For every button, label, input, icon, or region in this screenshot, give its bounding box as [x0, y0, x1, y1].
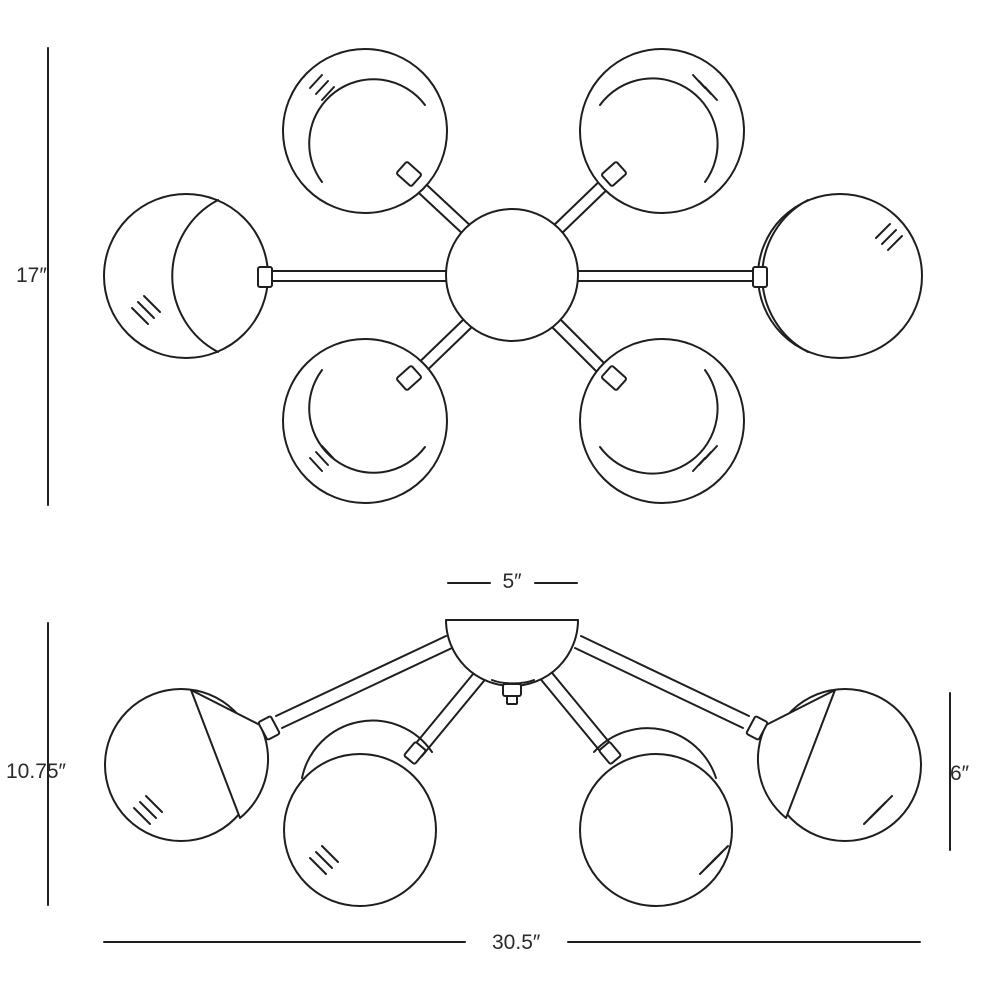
top-globe-upper-right: [579, 48, 745, 214]
top-view: [47, 47, 923, 506]
top-globe-right: [752, 193, 923, 359]
top-view-height-label: 17″: [16, 264, 47, 287]
top-view-hub: [445, 208, 579, 342]
overall-width-label: 30.5″: [492, 931, 541, 954]
side-view-height-label: 10.75″: [6, 760, 66, 783]
top-globe-left: [103, 193, 273, 359]
side-view: [47, 582, 951, 943]
side-globe-inner-right: [579, 727, 733, 907]
top-globe-lower-left: [282, 338, 448, 504]
top-globe-upper-left: [282, 48, 448, 214]
canopy-width-label: 5″: [502, 570, 522, 593]
side-view-arms: [275, 635, 750, 757]
side-globe-inner-left: [283, 719, 437, 907]
side-globe-outer-left: [104, 688, 281, 842]
side-globe-outer-right: [745, 688, 922, 842]
side-view-canopy: [445, 619, 579, 705]
globe-height-label: 6″: [950, 762, 970, 785]
top-globe-lower-right: [579, 338, 745, 504]
